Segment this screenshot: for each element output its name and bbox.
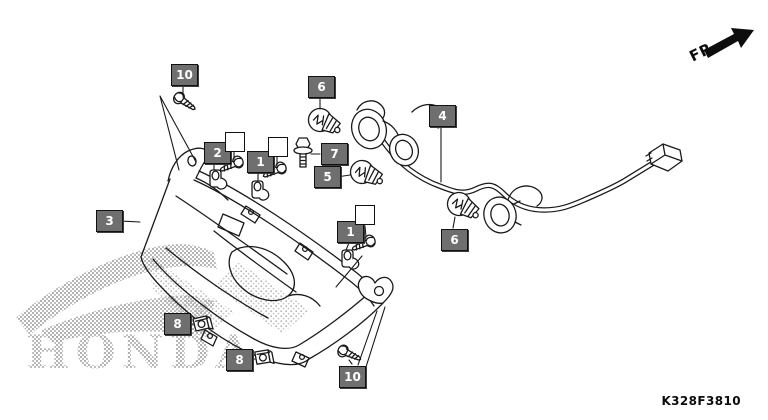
- callout-10[interactable]: 10: [339, 366, 366, 388]
- callout-2[interactable]: 2: [204, 142, 231, 164]
- bolt-7-drawing: [293, 137, 313, 168]
- callout-8[interactable]: 8: [226, 349, 253, 371]
- headlight-unit-drawing: [140, 147, 394, 368]
- callout-1[interactable]: 1: [247, 151, 274, 173]
- bulb-6a-drawing: [306, 106, 344, 135]
- clip-2-drawing: [209, 169, 228, 190]
- callout-8[interactable]: 8: [164, 313, 191, 335]
- callout-1[interactable]: 1: [337, 221, 364, 243]
- connector-drawing: [645, 143, 683, 172]
- watermark-text: HONDA: [26, 325, 257, 379]
- callout-10[interactable]: 10: [171, 64, 198, 86]
- clip-8a-drawing: [192, 315, 214, 332]
- callout-6[interactable]: 6: [441, 229, 468, 251]
- diagram-part-code: K328F3810: [661, 394, 741, 408]
- bulb-5-drawing: [348, 158, 385, 186]
- callout-4[interactable]: 4: [429, 105, 456, 127]
- screw-10a-drawing: [170, 89, 200, 115]
- leader-lines: [119, 85, 456, 368]
- fr-arrow-icon: [704, 28, 754, 58]
- callout-7[interactable]: 7: [321, 143, 348, 165]
- callout-blank[interactable]: [225, 132, 245, 152]
- honda-watermark: HONDA: [16, 244, 257, 379]
- wire-harness-drawing: [350, 100, 683, 234]
- bulb-6b-drawing: [444, 189, 483, 221]
- clip-1b-drawing: [341, 249, 360, 270]
- callout-blank[interactable]: [355, 205, 375, 225]
- callout-3[interactable]: 3: [96, 210, 123, 232]
- callout-6[interactable]: 6: [308, 76, 335, 98]
- callout-5[interactable]: 5: [314, 166, 341, 188]
- clip-1a-drawing: [251, 180, 270, 201]
- callout-blank[interactable]: [268, 137, 288, 157]
- clip-8b-drawing: [253, 348, 276, 367]
